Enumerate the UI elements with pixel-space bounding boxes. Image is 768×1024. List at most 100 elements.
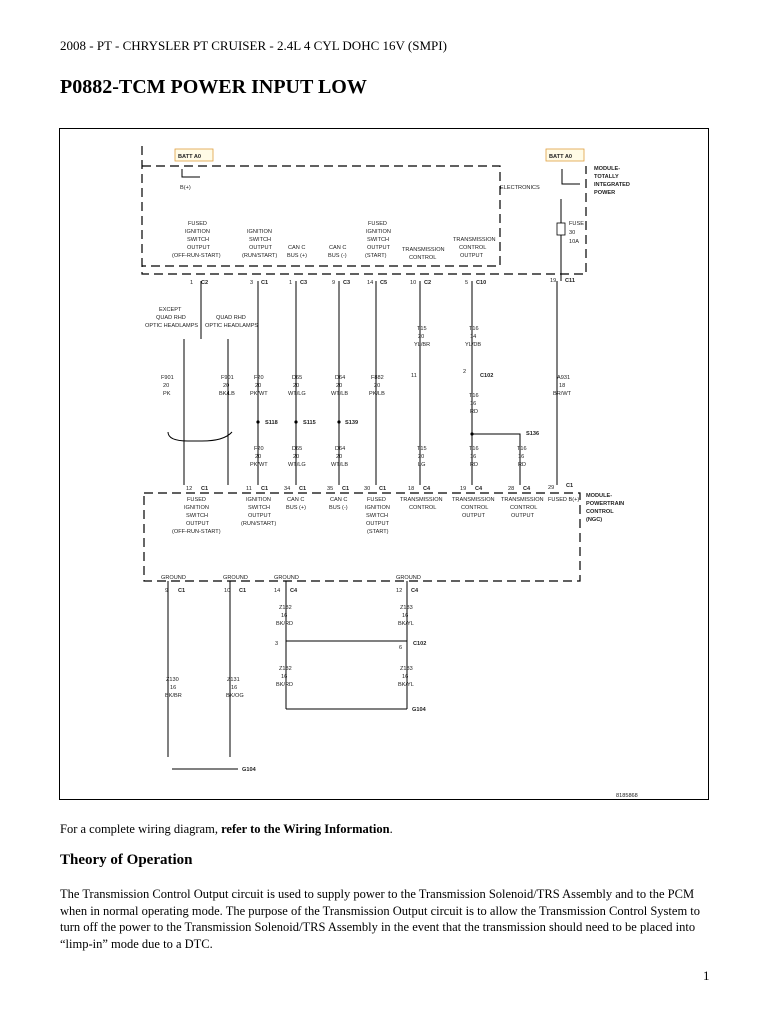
ground-pin-4: 12	[396, 588, 402, 594]
pcm-circuit-1-l4: OUTPUT	[186, 521, 210, 527]
tipm-pin-4: 9	[332, 280, 335, 286]
figure-id: 8185868	[616, 793, 638, 799]
wire-lower-1-l3: PK/WT	[250, 462, 268, 468]
pcm-circuit-5-l2: IGNITION	[365, 505, 390, 511]
tipm-pin-8: 19	[550, 278, 556, 284]
wire-upper-2-l3: BK/LB	[219, 391, 235, 397]
batt-right-box	[545, 148, 585, 162]
batt-right-arrow	[561, 169, 580, 185]
pcm-circuit-8-l2: CONTROL	[510, 505, 537, 511]
fuse-icon	[556, 222, 566, 236]
wire-upper-5-l2: 20	[336, 383, 342, 389]
pcm-circuit-2-l3: OUTPUT	[248, 513, 272, 519]
batt-left-box	[174, 148, 214, 162]
wire-upper-7-l2: 20	[418, 334, 424, 340]
wire-upper-3-l3: PK/WT	[250, 391, 268, 397]
bplus-arrow	[181, 169, 200, 178]
splice-label-s139: S139	[345, 420, 358, 426]
wire-lower-3-l3: WT/LB	[331, 462, 348, 468]
ground-wire-2-l2: 16	[402, 613, 408, 619]
wire-lower-5-l2: 16	[470, 454, 476, 460]
tipm-circuit-1-l4: OUTPUT	[187, 245, 211, 251]
tipm-circuit-1-l1: FUSED	[188, 221, 207, 227]
pcm-pin-7: 19	[460, 486, 466, 492]
wire-lower-2-l1: D65	[292, 446, 302, 452]
wire-upper-8-l1: T16	[469, 326, 479, 332]
ground-wire-6-l2: 16	[231, 685, 237, 691]
page-number: 1	[703, 968, 710, 983]
fuse-label: FUSE	[569, 221, 584, 227]
batt-left-label: BATT A0	[178, 154, 201, 160]
tipm-circuit-7-l3: OUTPUT	[460, 253, 484, 259]
pcm-conn-1: C1	[201, 486, 208, 492]
tipm-circuit-6-l2: CONTROL	[409, 255, 436, 261]
tipm-circuit-5-l5: (START)	[365, 253, 387, 259]
wire-f901-lower	[183, 429, 229, 485]
tipm-circuit-5-l2: IGNITION	[366, 229, 391, 235]
ground-wires-left	[167, 581, 231, 757]
wire-lower-2-l3: WT/LG	[288, 462, 306, 468]
tipm-conn-5: C5	[380, 280, 387, 286]
ground-conn-3: C4	[290, 588, 298, 594]
tipm-conn-3: C3	[300, 280, 307, 286]
wire-upper-1-l1: F901	[161, 375, 174, 381]
ground-wire-6-l3: BK/OG	[226, 693, 244, 699]
tipm-label-2: TOTALLY	[594, 174, 619, 180]
except-label-1: EXCEPT	[159, 307, 182, 313]
splice-s115	[294, 420, 298, 424]
wiring-info-link[interactable]: refer to the Wiring Information	[221, 822, 390, 836]
tipm-conn-4: C3	[343, 280, 350, 286]
wire-lower-2-l2: 20	[293, 454, 299, 460]
splice-label-s118: S118	[265, 420, 278, 426]
g104-label-right: G104	[412, 707, 427, 713]
wire-upper-1-l2: 20	[163, 383, 169, 389]
pcm-circuit-8-l3: OUTPUT	[511, 513, 535, 519]
wire-lower-3-l2: 20	[336, 454, 342, 460]
tipm-circuit-2-l2: SWITCH	[249, 237, 271, 243]
pcm-pin-4: 35	[327, 486, 333, 492]
wire-lower-6-l2: 16	[518, 454, 524, 460]
wire-lower-3-l1: D64	[335, 446, 345, 452]
tipm-conn-6: C2	[424, 280, 431, 286]
wire-upper-1-l3: PK	[163, 391, 171, 397]
tipm-circuit-1-l2: IGNITION	[185, 229, 210, 235]
wire-lower-1-l1: F20	[254, 446, 264, 452]
pcm-circuit-2-l1: IGNITION	[246, 497, 271, 503]
pcm-circuit-9-l1: FUSED B(+)	[548, 497, 579, 503]
note-suffix: .	[389, 822, 393, 836]
ground-wire-3-l3: BK/RD	[276, 682, 293, 688]
tipm-pin-1: 1	[190, 280, 193, 286]
tipm-pin-6: 10	[410, 280, 416, 286]
wire-upper-4-l1: D65	[292, 375, 302, 381]
pcm-circuit-2-l2: SWITCH	[248, 505, 270, 511]
quad-label-2: OPTIC HEADLAMPS	[205, 323, 258, 329]
tipm-label-1: MODULE-	[594, 166, 620, 172]
wire-upper-9-l2: 18	[559, 383, 565, 389]
fuse-number: 30	[569, 230, 575, 236]
wire-upper-5-l3: WT/LB	[331, 391, 348, 397]
pcm-conn-4: C1	[342, 486, 349, 492]
ground-label-2: GROUND	[223, 575, 248, 581]
t16-mid-3: RD	[470, 409, 478, 415]
tipm-circuit-1-l5: (OFF-RUN-START)	[172, 253, 221, 259]
pcm-conn-9: C1	[566, 483, 573, 489]
wire-upper-9-l3: BR/WT	[553, 391, 572, 397]
tipm-circuit-2-l4: (RUN/START)	[242, 253, 277, 259]
pcm-circuit-5-l5: (START)	[367, 529, 389, 535]
pcm-conn-2: C1	[261, 486, 268, 492]
pcm-circuit-1-l5: (OFF-RUN-START)	[172, 529, 221, 535]
pcm-circuit-5-l1: FUSED	[367, 497, 386, 503]
tipm-circuit-4-l1: CAN C	[329, 245, 346, 251]
tipm-circuit-3-l2: BUS (+)	[287, 253, 307, 259]
pcm-label-2: POWERTRAIN	[586, 501, 624, 507]
ground-wire-5-l2: 16	[170, 685, 176, 691]
pcm-label-1: MODULE-	[586, 493, 612, 499]
splice-s136	[470, 432, 474, 436]
tipm-circuit-7-l1: TRANSMISSION	[453, 237, 496, 243]
wire-t16	[471, 281, 521, 485]
wire-f901	[183, 281, 229, 429]
c102-low-pin-2: 6	[399, 645, 402, 651]
wire-lower-5-l3: RD	[470, 462, 478, 468]
pcm-pin-3: 34	[284, 486, 290, 492]
tipm-pin-5: 14	[367, 280, 373, 286]
